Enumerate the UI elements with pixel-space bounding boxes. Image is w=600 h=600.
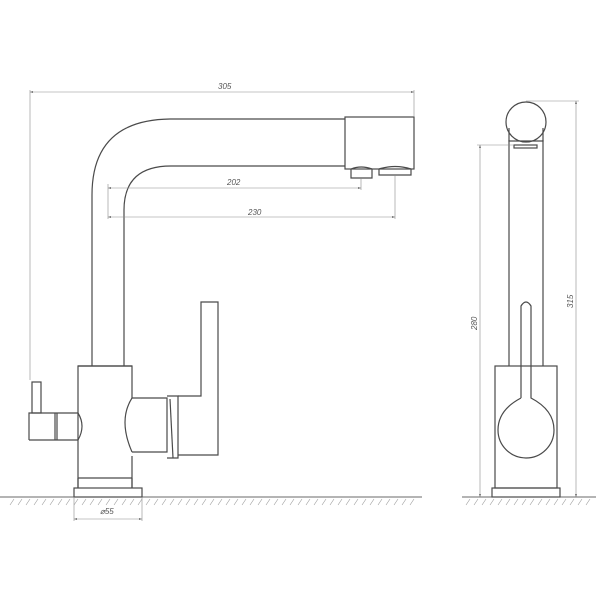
- ground-hatch: [9, 498, 415, 506]
- dimension-outlet-2-reach: 230: [247, 208, 262, 217]
- spout-head: [344, 116, 415, 170]
- dimension-overall-reach: 305: [218, 82, 232, 91]
- spout-inner: [123, 165, 345, 366]
- dimension-outlet-height: 280: [470, 316, 479, 331]
- base-plate: [73, 487, 143, 498]
- dimension-overall-height: 315: [566, 294, 575, 308]
- mixer-lever: [178, 301, 219, 456]
- side-base-plate: [491, 487, 561, 498]
- left-cartridge: [28, 412, 78, 441]
- dimension-outlet-1-reach: 202: [226, 178, 241, 187]
- ground-hatch-side: [465, 498, 591, 506]
- spout-outer: [91, 118, 345, 366]
- spout-head-end: [505, 101, 547, 143]
- right-cartridge: [132, 397, 168, 453]
- outlet-filtered: [350, 166, 373, 179]
- dimension-base-diameter: ⌀55: [100, 507, 114, 516]
- faucet-body: [77, 365, 133, 488]
- filter-lever: [31, 381, 42, 414]
- side-outlet: [513, 144, 538, 149]
- side-body: [494, 365, 558, 489]
- side-view: 280 315: [462, 100, 596, 506]
- front-view: 305 202 230 ⌀55: [0, 82, 422, 521]
- side-lever: [497, 301, 555, 459]
- outlet-mixer: [378, 165, 412, 176]
